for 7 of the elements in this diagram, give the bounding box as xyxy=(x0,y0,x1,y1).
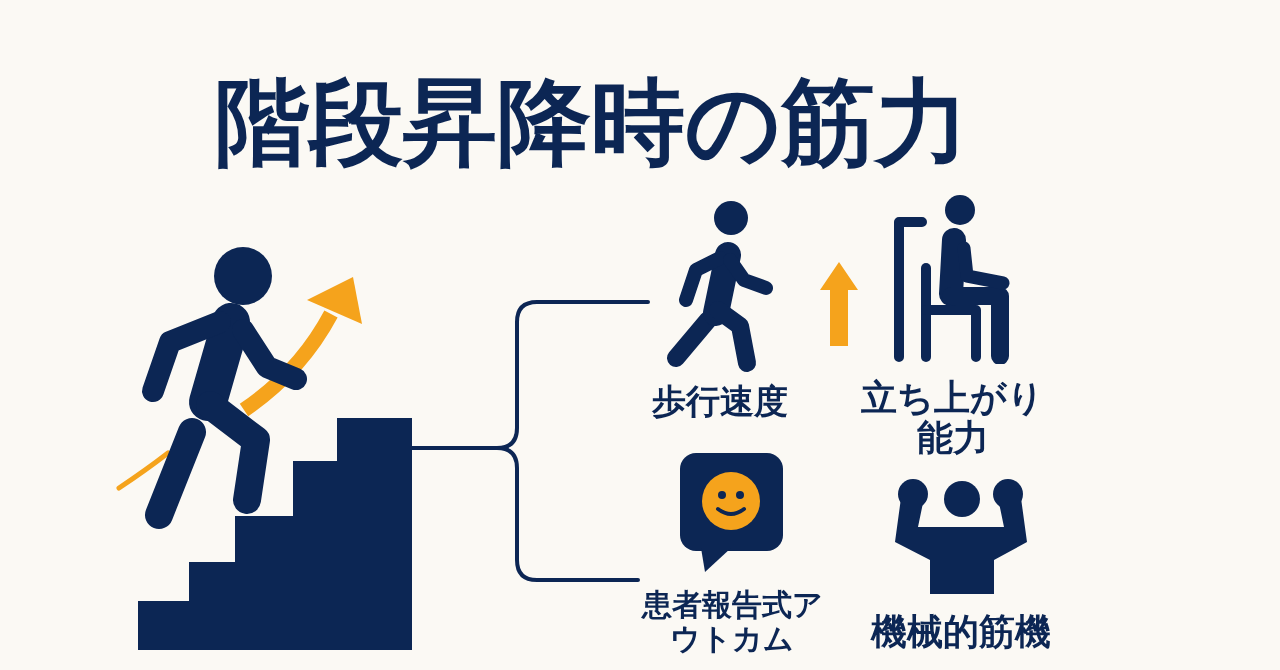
block-arrow xyxy=(818,261,859,347)
title: 階段昇降時の筋力 xyxy=(215,74,969,173)
node-label: 患者報告式アウトカム xyxy=(640,588,824,656)
connector-line xyxy=(410,446,640,582)
node-label: 立ち上がり能力 xyxy=(860,378,1045,459)
node-label: 歩行速度 xyxy=(652,382,788,421)
node-label: 機械的筋機 xyxy=(871,612,1051,653)
